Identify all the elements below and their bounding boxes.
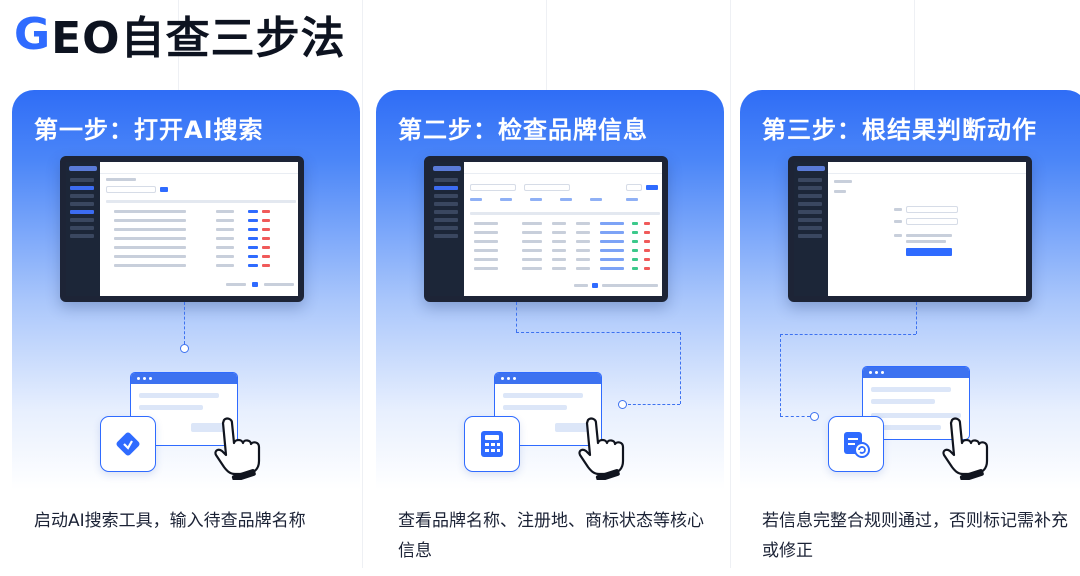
pointing-hand-icon (942, 417, 989, 480)
step-title: 第三步：根结果判断动作 (762, 116, 1037, 144)
step-title: 第二步：检查品牌信息 (398, 116, 648, 144)
diamond-app-icon (100, 416, 156, 472)
pointing-hand-icon (214, 417, 261, 480)
step-description: 若信息完整合规则通过，否则标记需补充或修正 (762, 511, 1068, 561)
monitor-screenshot (788, 156, 1032, 302)
document-refresh-app-icon (828, 416, 884, 472)
monitor-screenshot (424, 156, 668, 302)
step-title: 第一步：打开AI搜索 (34, 116, 264, 144)
title-prefix: G (14, 8, 52, 60)
app-sidebar (794, 162, 828, 296)
app-sidebar (430, 162, 464, 296)
monitor-screenshot (60, 156, 304, 302)
step-description: 启动AI搜索工具，输入待查品牌名称 (34, 511, 306, 531)
step-description: 查看品牌名称、注册地、商标状态等核心信息 (398, 511, 704, 561)
step-card-3: 第三步：根结果判断动作 (740, 90, 1080, 576)
app-sidebar (66, 162, 100, 296)
title-rest: EO自查三步法 (51, 13, 346, 64)
step-card-2: 第二步：检查品牌信息 (376, 90, 724, 576)
calculator-app-icon (464, 416, 520, 472)
step-card-1: 第一步：打开AI搜索 (12, 90, 360, 576)
pointing-hand-icon (578, 417, 625, 480)
